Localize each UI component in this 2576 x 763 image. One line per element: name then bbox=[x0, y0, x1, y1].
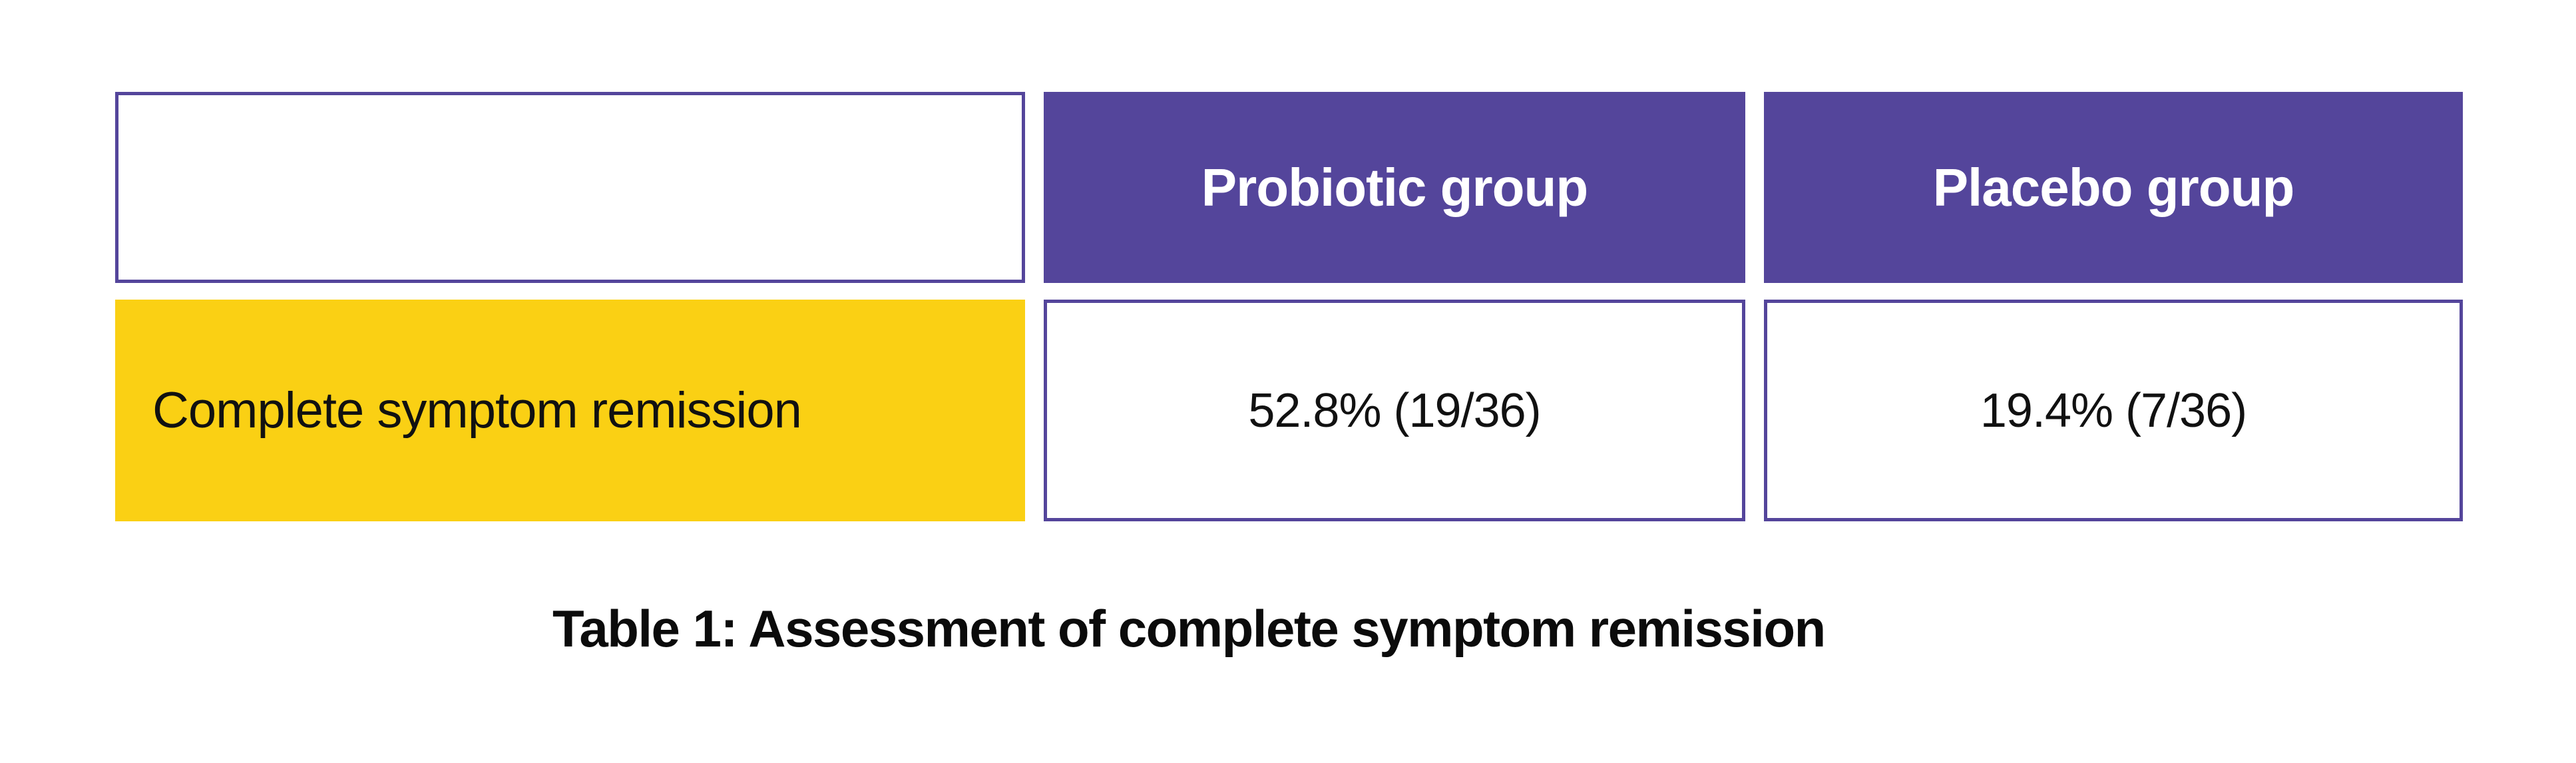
table-header-cell-probiotic: Probiotic group bbox=[1044, 92, 1745, 283]
table-header-cell-placebo: Placebo group bbox=[1764, 92, 2463, 283]
table-value-probiotic: 52.8% (19/36) bbox=[1248, 383, 1541, 437]
table-header-corner-cell bbox=[115, 92, 1025, 283]
table-row: Complete symptom remission 52.8% (19/36)… bbox=[115, 300, 2463, 521]
table-row-label-cell: Complete symptom remission bbox=[115, 300, 1025, 521]
table-cell-probiotic-value: 52.8% (19/36) bbox=[1044, 300, 1745, 521]
table-cell-placebo-value: 19.4% (7/36) bbox=[1764, 300, 2463, 521]
table-value-placebo: 19.4% (7/36) bbox=[1980, 383, 2247, 437]
table-header-label-placebo: Placebo group bbox=[1932, 157, 2295, 217]
results-table: Probiotic group Placebo group Complete s… bbox=[115, 92, 2463, 521]
table-header-label-probiotic: Probiotic group bbox=[1201, 157, 1589, 217]
table-row-label: Complete symptom remission bbox=[152, 382, 802, 439]
table-header-row: Probiotic group Placebo group bbox=[115, 92, 2463, 283]
table-caption: Table 1: Assessment of complete symptom … bbox=[552, 599, 1826, 658]
